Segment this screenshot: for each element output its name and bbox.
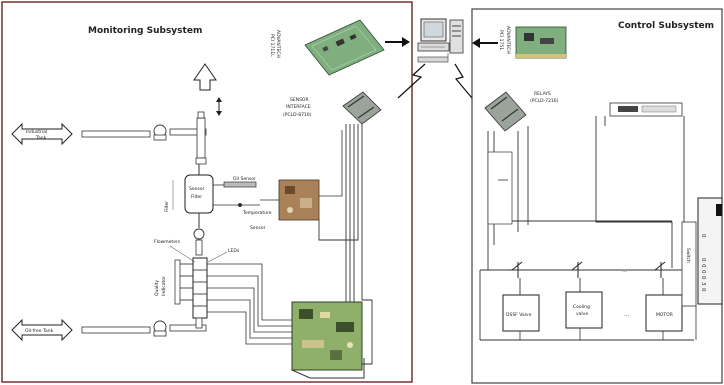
filter-side-label: Filter bbox=[164, 201, 170, 212]
upper-pump-icon bbox=[154, 125, 166, 140]
relays-label-line2: (PCLD-7216) bbox=[530, 98, 559, 104]
pci-1711l-label-line2: PCI 1711L bbox=[269, 34, 275, 57]
oil-free-tank-label: Oil-free Tank bbox=[25, 328, 54, 334]
pci-1711l-label-line1: ADVANTECH bbox=[275, 30, 281, 58]
control-subsystem-title: Control Subsystem bbox=[618, 21, 714, 31]
outlet-arrow bbox=[194, 64, 216, 90]
sensor-interface-label-line1: SENSOR bbox=[290, 97, 309, 103]
flowmeter-block bbox=[175, 258, 207, 318]
svg-text:0: 0 bbox=[700, 270, 706, 274]
sensor-interface-label-line2: INTERFACE bbox=[286, 104, 311, 110]
pci-1751-label-line1: ADVANTECH bbox=[505, 26, 511, 54]
cooling-valve-box bbox=[566, 292, 602, 328]
link-lightning-right bbox=[455, 64, 472, 98]
oil-sensor-label: Oil Sensor bbox=[233, 176, 256, 182]
monitoring-subsystem-title: Monitoring Subsystem bbox=[88, 26, 202, 36]
svg-text:0: 0 bbox=[700, 258, 706, 262]
temperature-sensor bbox=[213, 203, 260, 207]
led-signal-lines bbox=[207, 264, 292, 344]
vertical-main-pipe-top bbox=[197, 118, 205, 158]
quality-indicator-label-line1: Quality bbox=[154, 280, 160, 296]
quality-indicator-label-line2: Indicator bbox=[161, 276, 167, 296]
svg-text:0: 0 bbox=[700, 264, 706, 268]
lower-pipe bbox=[82, 327, 150, 333]
flowmeters-label: Flowmeters bbox=[154, 239, 181, 245]
relay-board bbox=[485, 92, 526, 131]
relay-ellipsis: ... bbox=[622, 268, 627, 274]
sensor-interface-label-line3: (PCLD-8710) bbox=[283, 112, 312, 118]
advantech-pci-1751-card bbox=[516, 27, 566, 58]
arrow-to-computer-right bbox=[472, 38, 498, 48]
relays-label-line1: RELAYS bbox=[534, 91, 551, 97]
oil-sensor bbox=[213, 182, 256, 187]
sensor-filter-label-line2: Filter bbox=[191, 194, 202, 200]
arrow-to-computer-left bbox=[385, 37, 410, 47]
svg-text:0: 0 bbox=[700, 288, 706, 292]
svg-text:0: 0 bbox=[700, 276, 706, 280]
lower-pump-icon bbox=[154, 321, 166, 336]
cooling-valve-label-line2: valve bbox=[576, 311, 588, 317]
svg-text:3: 3 bbox=[700, 282, 706, 286]
leds-label: LEDs bbox=[228, 248, 240, 254]
pcb-to-interface-line bbox=[319, 130, 342, 196]
computer-icon bbox=[418, 19, 463, 62]
upper-pipe bbox=[82, 131, 150, 137]
temperature-sensor-label-line1: Temperature bbox=[242, 210, 272, 216]
svg-text:0: 0 bbox=[700, 234, 706, 238]
sensor-interface-board bbox=[343, 92, 381, 124]
temperature-sensor-label-line2: Sensor bbox=[250, 225, 266, 231]
switch-label: Switch bbox=[685, 248, 691, 263]
industrial-tank-label-line1: Industrial bbox=[26, 129, 47, 135]
industrial-tank-label-line2: Tank bbox=[35, 135, 47, 141]
main-interface-board bbox=[292, 302, 362, 370]
sensor-filter-label-line1: Sensor bbox=[189, 186, 205, 192]
pci-1751-label-line2: PCI 1751 bbox=[498, 30, 504, 50]
cooling-valve-label-line1: Cooling bbox=[573, 304, 590, 310]
actuator-ellipsis: ... bbox=[624, 312, 629, 318]
power-strip bbox=[610, 103, 682, 116]
advantech-pci-1711l-card bbox=[305, 20, 384, 75]
flow-junction bbox=[194, 229, 204, 239]
dssf-valve-label: DSSF Valve bbox=[506, 312, 532, 318]
relay-side-box bbox=[488, 152, 512, 224]
sensor-pcb bbox=[279, 180, 319, 220]
motor-label: MOTOR bbox=[656, 312, 673, 318]
